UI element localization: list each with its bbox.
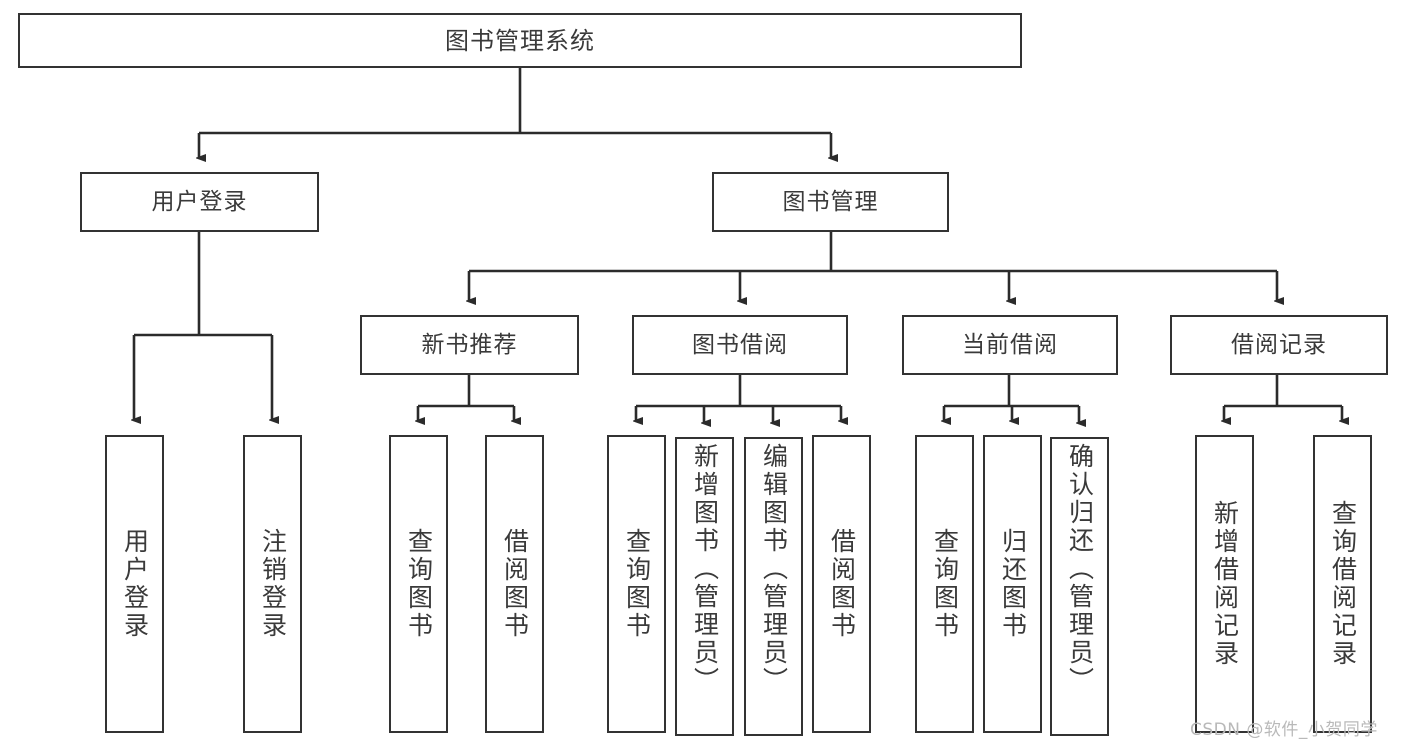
node-label: 新增借阅记录 xyxy=(1210,500,1240,668)
node-label: 查询图书 xyxy=(404,528,434,640)
leaf-recommend-borrow-book[interactable]: 借阅图书 xyxy=(485,435,544,733)
node-label: 查询图书 xyxy=(930,528,960,640)
node-label: 编辑图书（管理员） xyxy=(759,443,789,695)
node-current-borrow[interactable]: 当前借阅 xyxy=(902,315,1118,375)
node-user-login[interactable]: 用户登录 xyxy=(80,172,319,232)
csdn-watermark: CSDN @软件_小贺同学 xyxy=(1190,720,1378,740)
node-label: 图书管理系统 xyxy=(445,26,595,55)
leaf-recommend-query-book[interactable]: 查询图书 xyxy=(389,435,448,733)
leaf-current-return-book[interactable]: 归还图书 xyxy=(983,435,1042,733)
node-label: 查询图书 xyxy=(622,528,652,640)
leaf-record-query-record[interactable]: 查询借阅记录 xyxy=(1313,435,1372,733)
leaf-borrow-borrow-book[interactable]: 借阅图书 xyxy=(812,435,871,733)
node-label: 新增图书（管理员） xyxy=(690,443,720,695)
leaf-current-confirm-return-admin[interactable]: 确认归还（管理员） xyxy=(1050,437,1109,736)
node-label: 查询借阅记录 xyxy=(1328,500,1358,668)
leaf-user-logout[interactable]: 注销登录 xyxy=(243,435,302,733)
node-label: 用户登录 xyxy=(120,528,150,640)
node-borrow-record[interactable]: 借阅记录 xyxy=(1170,315,1388,375)
node-book-management[interactable]: 图书管理 xyxy=(712,172,949,232)
leaf-borrow-edit-book-admin[interactable]: 编辑图书（管理员） xyxy=(744,437,803,736)
node-root-system[interactable]: 图书管理系统 xyxy=(18,13,1022,68)
leaf-user-login[interactable]: 用户登录 xyxy=(105,435,164,733)
node-label: 借阅图书 xyxy=(827,528,857,640)
node-label: 用户登录 xyxy=(151,188,248,215)
node-label: 图书借阅 xyxy=(692,331,788,358)
node-label: 注销登录 xyxy=(258,528,288,640)
node-label: 确认归还（管理员） xyxy=(1065,443,1095,695)
node-label: 借阅记录 xyxy=(1231,331,1327,358)
node-label: 新书推荐 xyxy=(421,331,518,358)
leaf-current-query-book[interactable]: 查询图书 xyxy=(915,435,974,733)
node-new-book-recommend[interactable]: 新书推荐 xyxy=(360,315,579,375)
node-label: 借阅图书 xyxy=(500,528,530,640)
node-book-borrow[interactable]: 图书借阅 xyxy=(632,315,848,375)
node-label: 归还图书 xyxy=(998,528,1028,640)
leaf-borrow-add-book-admin[interactable]: 新增图书（管理员） xyxy=(675,437,734,736)
node-label: 图书管理 xyxy=(782,188,879,215)
leaf-record-add-record[interactable]: 新增借阅记录 xyxy=(1195,435,1254,733)
node-label: 当前借阅 xyxy=(962,331,1058,358)
leaf-borrow-query-book[interactable]: 查询图书 xyxy=(607,435,666,733)
